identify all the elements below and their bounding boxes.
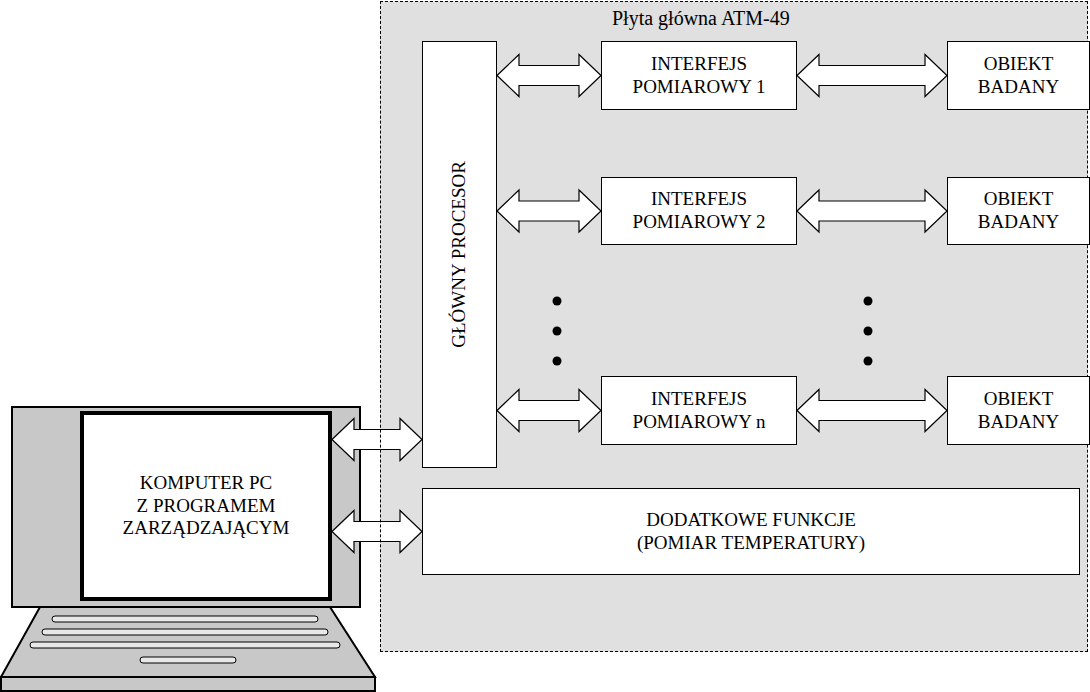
processor-box: GŁÓWNY PROCESOR [422,41,497,468]
interface-box: INTERFEJS POMIAROWY n [601,376,797,445]
laptop-screen [12,407,360,607]
dot [553,297,562,306]
computer-screen-box: KOMPUTER PC Z PROGRAMEM ZARZĄDZAJĄCYM [80,411,332,601]
dot [864,297,873,306]
box-label: OBIEKT BADANY [948,53,1089,99]
interface-box: INTERFEJS POMIAROWY 2 [601,177,797,245]
functions-box: DODATKOWE FUNKCJE (POMIAR TEMPERATURY) [422,488,1080,575]
box-label: DODATKOWE FUNKCJE (POMIAR TEMPERATURY) [611,509,891,555]
box-label: INTERFEJS POMIAROWY n [602,388,796,434]
double-block-arrow [497,390,601,432]
dot [864,357,873,366]
box-label: INTERFEJS POMIAROWY 2 [602,188,796,234]
space-bar [140,657,236,663]
laptop-illustration [1,407,375,691]
key-row [52,616,318,622]
double-block-arrow [797,55,947,97]
key-row [42,629,328,635]
double-block-arrow [797,390,947,432]
double-block-arrow [497,55,601,97]
box-label: OBIEKT BADANY [948,388,1089,434]
box-label: INTERFEJS POMIAROWY 1 [602,53,796,99]
double-block-arrow [497,190,601,232]
vertical-label: GŁÓWNY PROCESOR [448,161,471,348]
object-box: OBIEKT BADANY [947,177,1090,245]
double-block-arrow [332,511,422,553]
double-block-arrow [332,419,422,461]
continuation-dots [553,297,873,366]
box-label: OBIEKT BADANY [948,188,1089,234]
object-box: OBIEKT BADANY [947,41,1090,110]
object-box: OBIEKT BADANY [947,376,1090,445]
laptop-keyboard [1,607,375,677]
interface-box: INTERFEJS POMIAROWY 1 [601,41,797,110]
dot [553,327,562,336]
box-label: KOMPUTER PC Z PROGRAMEM ZARZĄDZAJĄCYM [91,472,321,540]
board-region: Płyta główna ATM-49GŁÓWNY PROCESOR INTERF… [380,1,1088,652]
key-row [30,642,340,648]
box-label: Płyta główna ATM-49 [612,6,790,30]
dot [553,357,562,366]
laptop-base [1,677,375,691]
dot [864,327,873,336]
double-block-arrow [797,190,947,232]
